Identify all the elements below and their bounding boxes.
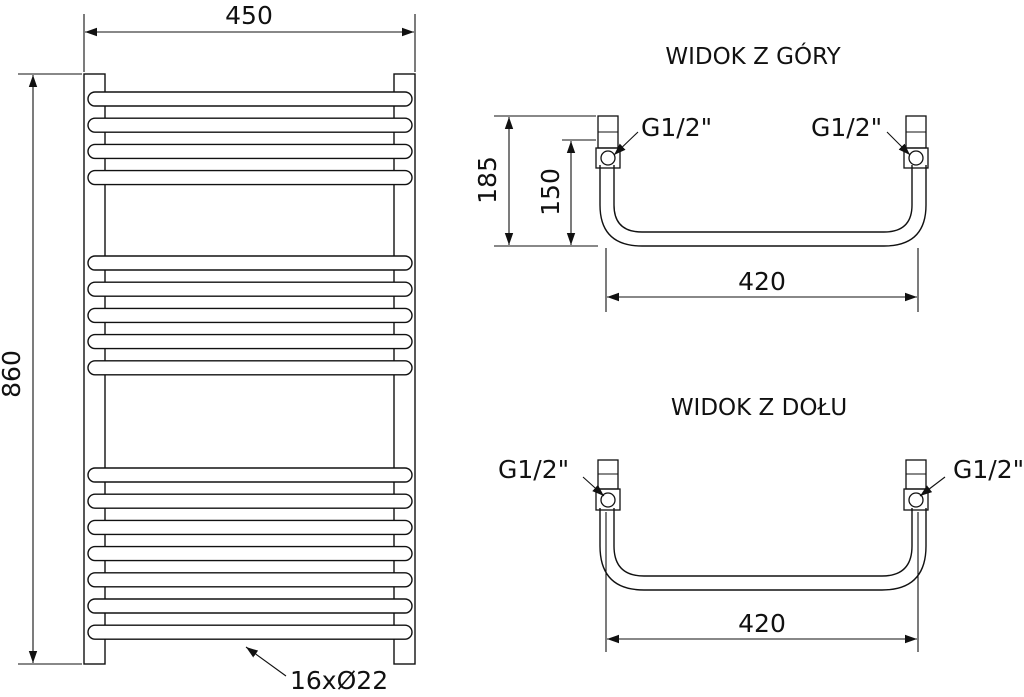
bottom-right-connector xyxy=(903,459,929,511)
rail-tube xyxy=(87,598,413,614)
top-right-connector-label: G1/2" xyxy=(811,113,882,142)
bottom-view-title: WIDOK Z DOŁU xyxy=(671,395,847,421)
rail-tube xyxy=(87,117,413,133)
top-width-dimension: 420 xyxy=(605,248,919,312)
bottom-u-tube-outer xyxy=(599,508,927,591)
bottom-width-dimension: 420 xyxy=(605,512,919,652)
top-u-tube-inner xyxy=(613,165,913,233)
rail-tube xyxy=(87,307,413,324)
front-view: 450 860 16xØ22 xyxy=(0,1,416,695)
rail-tube xyxy=(87,572,413,588)
rail-set xyxy=(87,91,413,640)
top-right-connector xyxy=(903,115,929,169)
rail-tube xyxy=(87,545,413,562)
rail-tube xyxy=(87,169,413,186)
rail-tube xyxy=(87,519,413,536)
bottom-u-tube-inner xyxy=(613,508,913,577)
rail-tube xyxy=(87,143,413,160)
tube-spec-leader: 16xØ22 xyxy=(245,646,388,695)
rail-tube xyxy=(87,91,413,107)
top-view: WIDOK Z GÓRY G1/2" G1/2" xyxy=(473,42,929,312)
front-height-label: 860 xyxy=(0,350,26,398)
bottom-view: WIDOK Z DOŁU G1/2" G1/2" 420 xyxy=(498,395,1024,652)
rail-tube xyxy=(87,281,413,297)
top-view-title: WIDOK Z GÓRY xyxy=(665,42,841,70)
bottom-right-connector-label: G1/2" xyxy=(953,455,1024,484)
tube-spec-label: 16xØ22 xyxy=(290,666,388,695)
top-depth-dimensions: 185 150 xyxy=(473,115,598,247)
rail-tube xyxy=(87,255,413,271)
rail-tube xyxy=(87,333,413,350)
top-depth-inner-label: 150 xyxy=(536,168,565,216)
top-left-connector xyxy=(595,115,621,169)
top-width-label: 420 xyxy=(738,267,786,296)
rail-tube xyxy=(87,624,413,640)
rail-tube xyxy=(87,467,413,483)
bottom-width-label: 420 xyxy=(738,609,786,638)
front-width-dimension: 450 xyxy=(83,1,416,72)
bottom-left-connector xyxy=(595,459,621,511)
top-depth-outer-label: 185 xyxy=(473,156,502,204)
front-height-dimension: 860 xyxy=(0,73,82,665)
front-width-label: 450 xyxy=(225,1,273,30)
rail-tube xyxy=(87,360,413,376)
rail-tube xyxy=(87,493,413,509)
top-left-connector-label: G1/2" xyxy=(641,113,712,142)
bottom-left-connector-label: G1/2" xyxy=(498,455,569,484)
top-u-tube-outer xyxy=(599,165,927,247)
